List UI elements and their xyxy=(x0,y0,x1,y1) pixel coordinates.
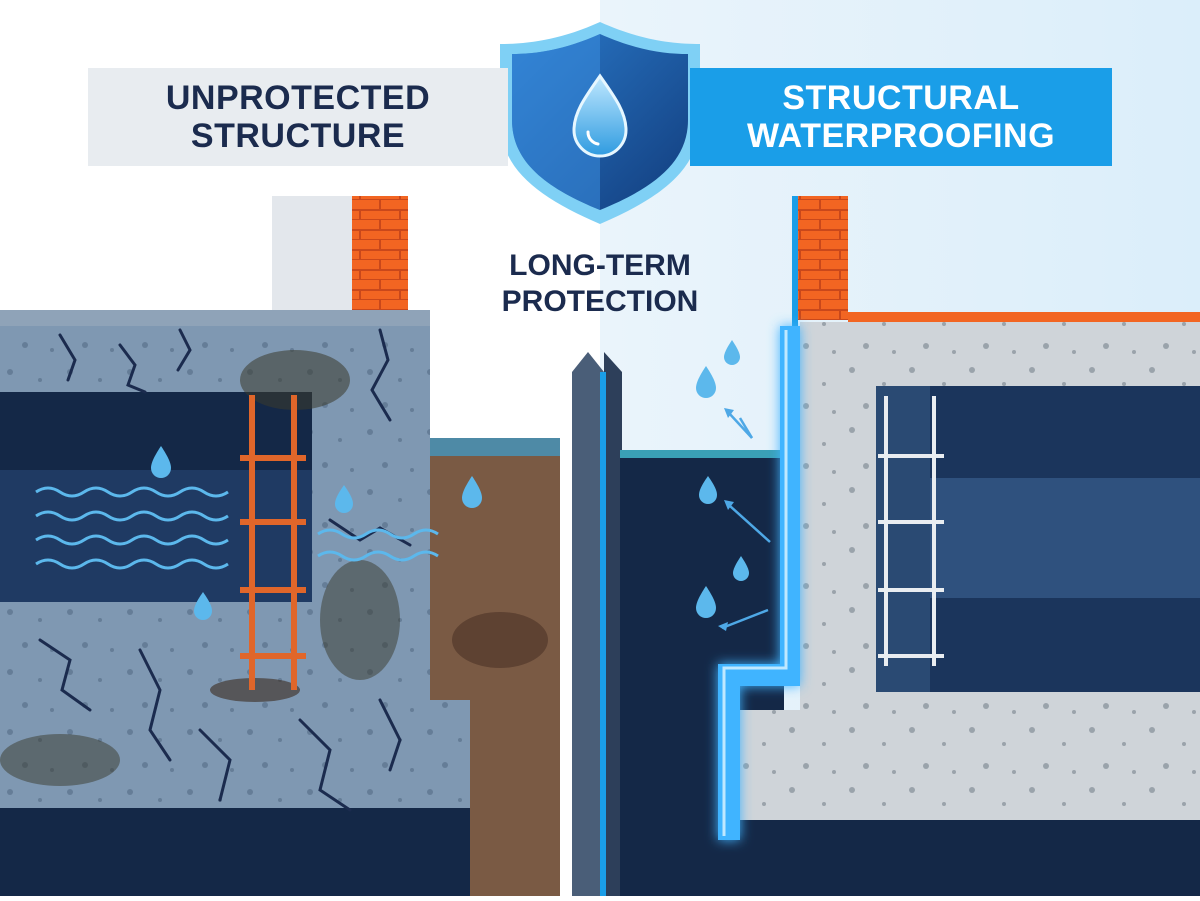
waterproofed-structure xyxy=(696,196,1200,896)
caption-line: PROTECTION xyxy=(501,285,699,318)
cracks xyxy=(38,328,412,812)
title-line: WATERPROOFING xyxy=(746,117,1056,155)
title-line: STRUCTURAL xyxy=(782,79,1020,117)
water-drop-icon xyxy=(696,340,749,618)
unprotected-structure-title: UNPROTECTED STRUCTURE xyxy=(166,79,430,155)
title-line: STRUCTURE xyxy=(190,117,406,155)
intact-rebar xyxy=(878,396,944,666)
unprotected-structure-banner: UNPROTECTED STRUCTURE xyxy=(88,68,508,166)
unprotected-structure xyxy=(0,196,560,896)
soil xyxy=(430,456,560,896)
arrow-icon xyxy=(721,411,771,630)
structural-waterproofing-title: STRUCTURAL WATERPROOFING xyxy=(747,79,1055,155)
water-drop-icon xyxy=(151,446,482,620)
long-term-protection-caption: LONG-TERM PROTECTION xyxy=(470,248,730,320)
brick-wall xyxy=(792,196,848,320)
structural-waterproofing-banner: STRUCTURAL WATERPROOFING xyxy=(690,68,1112,166)
corroded-rebar xyxy=(240,395,306,690)
caption-line: LONG-TERM xyxy=(509,249,691,282)
shield-water-drop-icon xyxy=(500,22,700,224)
title-line: UNPROTECTED xyxy=(165,79,431,117)
water-ingress-waves xyxy=(35,486,439,570)
brick-wall xyxy=(352,196,408,320)
waterproof-membrane xyxy=(718,326,800,840)
arrow-icon xyxy=(718,408,734,631)
